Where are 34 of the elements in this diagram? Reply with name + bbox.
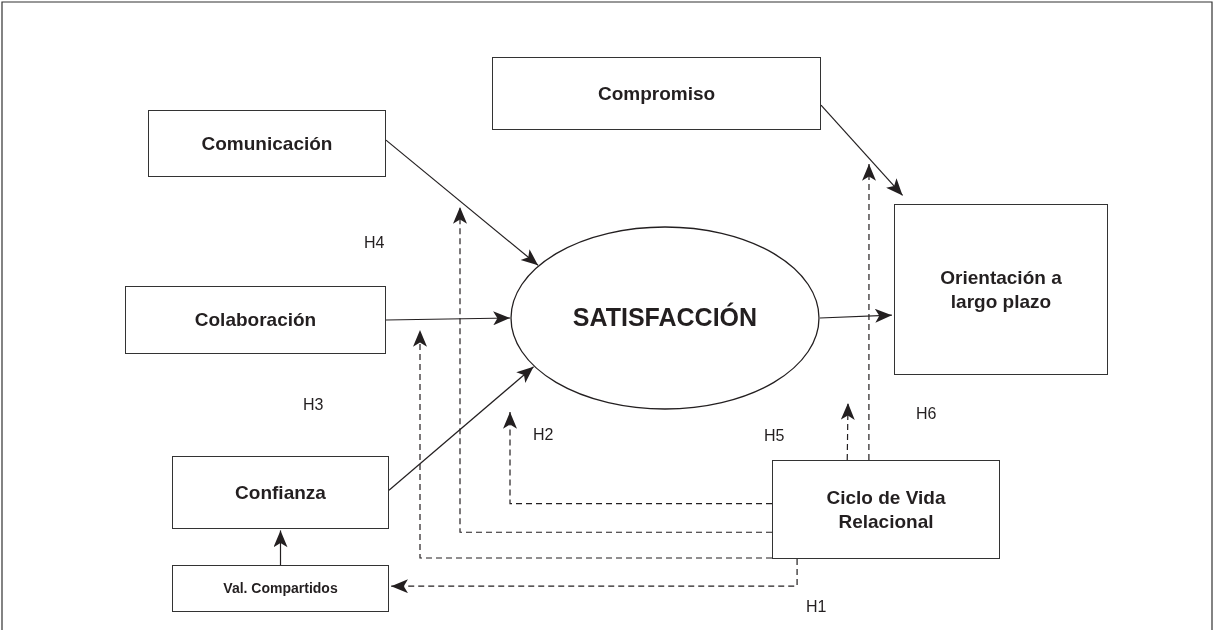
- moderator-arrow: [862, 163, 876, 461]
- arrow: [820, 104, 904, 197]
- node-label: Confianza: [235, 480, 326, 505]
- node-label: Comunicación: [201, 131, 333, 156]
- arrow: [273, 529, 288, 566]
- concept-box: [492, 57, 821, 130]
- moderator-arrow: [413, 329, 773, 559]
- concept-box: [125, 286, 386, 354]
- moderator-arrow: [840, 402, 855, 461]
- moderator-arrow: [453, 206, 773, 533]
- node-label: Ciclo de Vida Relacional: [825, 485, 947, 534]
- concept-box: [894, 204, 1108, 375]
- concept-box: [772, 460, 1000, 559]
- concept-box: [148, 110, 386, 177]
- hypothesis-label: H1: [806, 598, 827, 616]
- hypothesis-label: H5: [764, 427, 785, 445]
- arrow: [385, 139, 539, 266]
- arrow: [385, 311, 511, 326]
- arrow: [388, 366, 535, 491]
- hypothesis-label: H6: [916, 405, 937, 423]
- node-label: Orientación a largo plazo: [939, 265, 1063, 314]
- arrow: [819, 308, 893, 323]
- concept-ellipse: [510, 226, 820, 410]
- node-label: Val. Compartidos: [223, 579, 338, 598]
- hypothesis-label: H4: [364, 234, 385, 252]
- moderator-arrow: [503, 411, 773, 505]
- concept-box: [172, 456, 389, 529]
- concept-box: [172, 565, 389, 612]
- hypothesis-label: H3: [303, 396, 324, 414]
- node-label: Compromiso: [597, 81, 716, 106]
- node-label: Colaboración: [194, 308, 317, 332]
- hypothesis-label: H2: [533, 426, 554, 444]
- arrow: [390, 558, 798, 594]
- node-label: SATISFACCIÓN: [572, 302, 758, 334]
